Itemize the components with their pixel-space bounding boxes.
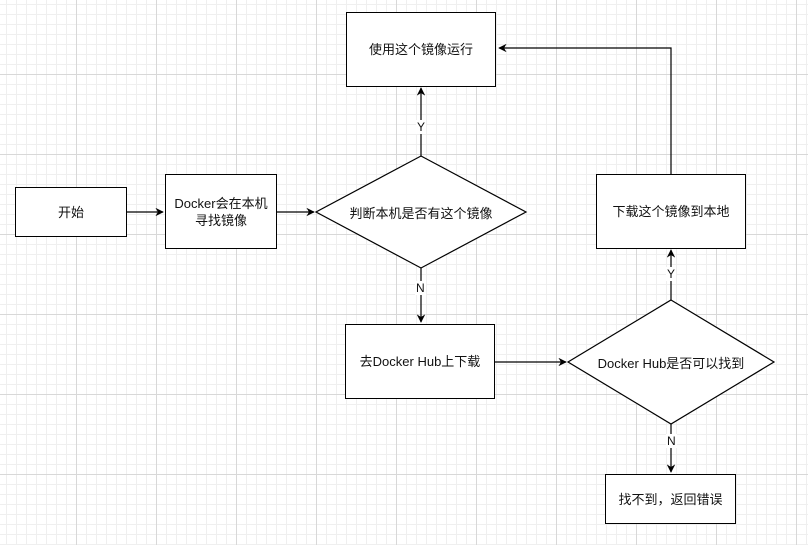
edge-label-local-yes: Y [416,120,427,134]
search-local-node[interactable]: Docker会在本机 寻找镜像 [165,174,277,249]
error-node[interactable]: 找不到，返回错误 [605,474,736,524]
start-label: 开始 [57,204,84,220]
use-image-label: 使用这个镜像运行 [368,42,473,57]
download-local-node[interactable]: 下载这个镜像到本地 [596,174,746,249]
download-hub-label: 去Docker Hub上下载 [359,354,481,369]
download-hub-node[interactable]: 去Docker Hub上下载 [345,324,495,399]
download-local-label: 下载这个镜像到本地 [612,204,730,219]
search-local-label-line2: 寻找镜像 [194,212,247,228]
edge-download-local-to-use [498,43,672,174]
edge-label-hub-no: N [666,434,677,448]
search-local-label-line1: Docker会在本机 [174,195,268,211]
edge-label-local-no: N [415,281,426,295]
start-node[interactable]: 开始 [15,187,127,237]
use-image-node[interactable]: 使用这个镜像运行 [346,12,496,87]
edge-label-hub-yes: Y [666,267,677,281]
error-label: 找不到，返回错误 [618,491,723,507]
check-local-label: 判断本机是否有这个镜像 [349,205,493,221]
hub-found-label: Docker Hub是否可以找到 [597,355,745,371]
